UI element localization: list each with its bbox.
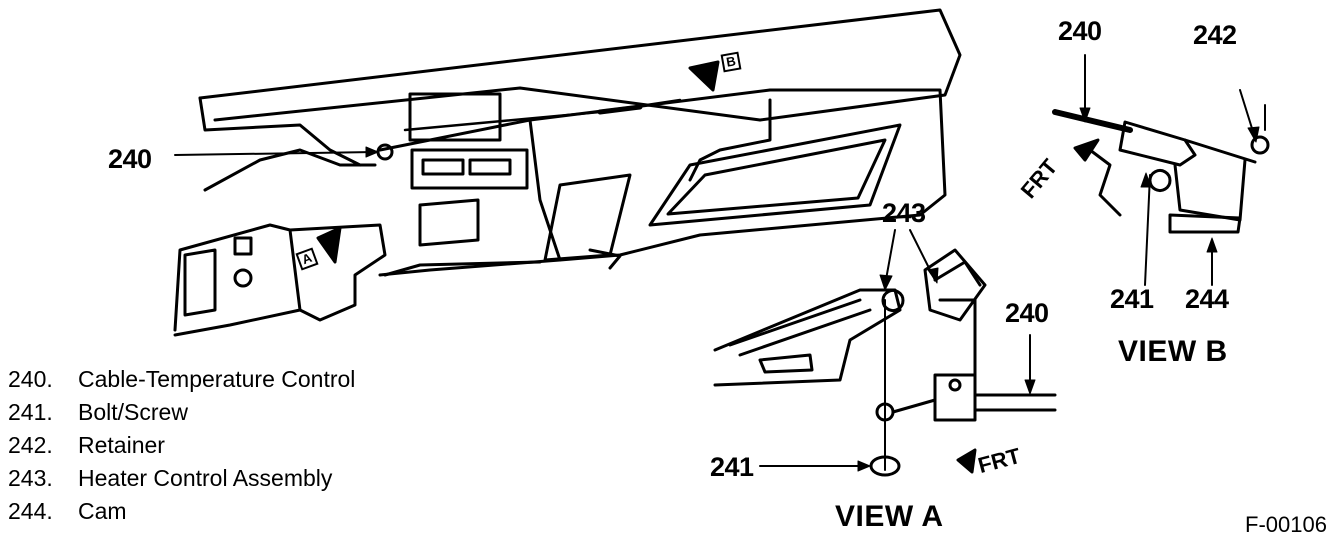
callout-241-view-b: 241 xyxy=(1110,284,1154,314)
parts-legend: 240.Cable-Temperature Control 241.Bolt/S… xyxy=(8,363,355,528)
callout-241-view-a: 241 xyxy=(710,452,754,482)
callout-243: 243 xyxy=(882,198,926,228)
view-b-marker: B xyxy=(720,51,742,73)
callout-244: 244 xyxy=(1185,284,1229,314)
instrument-panel-drawing xyxy=(173,8,962,337)
callout-242: 242 xyxy=(1193,20,1237,50)
legend-item: 244.Cam xyxy=(8,498,127,524)
callout-240-main: 240 xyxy=(108,144,152,174)
view-b-label: VIEW B xyxy=(1118,335,1228,368)
legend-item: 241.Bolt/Screw xyxy=(8,399,188,425)
view-a-label: VIEW A xyxy=(835,500,944,533)
view-b-drawing xyxy=(1052,54,1270,286)
legend-item: 242.Retainer xyxy=(8,432,165,458)
legend-item: 243.Heater Control Assembly xyxy=(8,465,333,491)
callout-240-view-a: 240 xyxy=(1005,298,1049,328)
callout-240-view-b: 240 xyxy=(1058,16,1102,46)
view-a-drawing xyxy=(713,229,1057,477)
figure-code: F-00106 xyxy=(1245,512,1327,537)
legend-item: 240.Cable-Temperature Control xyxy=(8,366,356,392)
